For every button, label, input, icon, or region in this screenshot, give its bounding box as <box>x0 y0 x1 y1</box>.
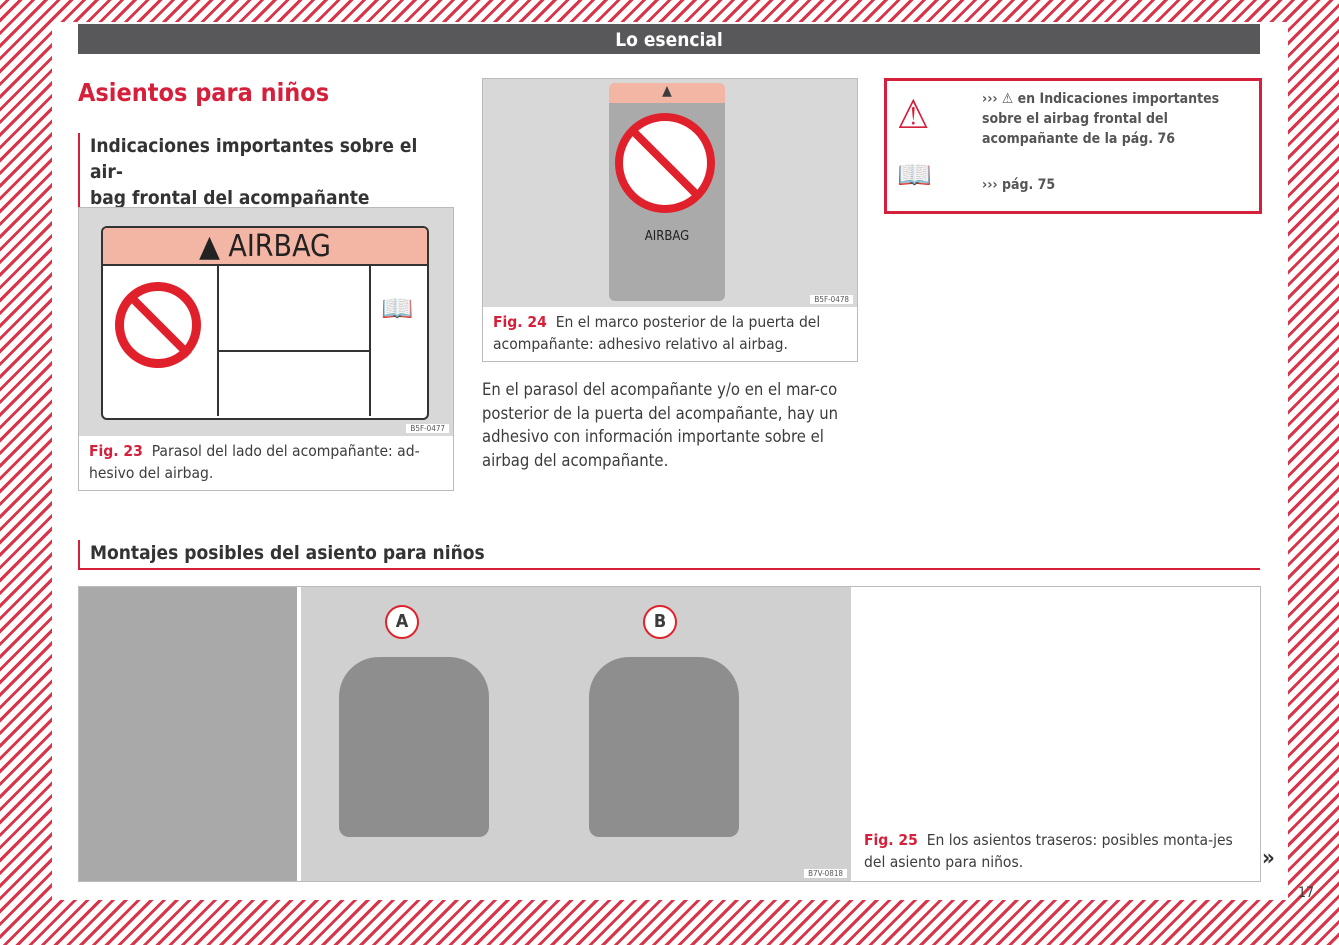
door-sticker: ▲ AIRBAG <box>609 83 725 301</box>
figure-24: ▲ AIRBAG B5F-0478 Fig. 24 En el marco po… <box>482 78 858 362</box>
figure-25: A B B7V-0818 Fig. 25 En los asientos tra… <box>78 586 1261 882</box>
manual-search-icon: 📖 <box>897 158 932 191</box>
figure-23: ▲ AIRBAG 📖 B5F-0477 Fig. 23 Parasol del … <box>78 207 454 491</box>
warning-icon: ▲ <box>199 229 229 264</box>
subsection-title-airbag: Indicaciones importantes sobre el air- b… <box>78 133 453 216</box>
caption-text: Parasol del lado del acompañante: ad-hes… <box>89 442 420 482</box>
warning-reference-link[interactable]: ››› ⚠ en Indicaciones importantes sobre … <box>982 91 1220 147</box>
airbag-sticker-header: ▲ AIRBAG <box>103 228 427 266</box>
figure-25-image: A B B7V-0818 <box>79 587 851 881</box>
caption-text: En los asientos traseros: posibles monta… <box>864 831 1233 871</box>
subsection-title-mounting: Montajes posibles del asiento para niños <box>78 540 1260 570</box>
seat-b-illustration <box>589 657 739 837</box>
figure-23-caption: Fig. 23 Parasol del lado del acompañante… <box>79 436 453 488</box>
sticker-text: AIRBAG <box>644 229 690 244</box>
manual-info-icon: 📖 <box>381 294 414 324</box>
figure-24-caption: Fig. 24 En el marco posterior de la puer… <box>483 307 857 359</box>
prohibited-icon <box>615 113 715 213</box>
reference-box: ⚠ ››› ⚠ en Indicaciones importantes sobr… <box>884 78 1262 214</box>
figure-code: B5F-0477 <box>406 424 449 433</box>
marker-b: B <box>643 605 677 639</box>
warning-icon: ▲ <box>609 83 725 103</box>
figure-label: Fig. 25 <box>864 831 918 849</box>
figure-code: B7V-0818 <box>804 869 847 878</box>
caption-text: En el marco posterior de la puerta del a… <box>493 313 821 353</box>
subsection-title-line2: bag frontal del acompañante <box>90 187 370 209</box>
child-seat-illustration <box>79 587 301 881</box>
prohibited-icon <box>115 282 201 368</box>
page-number: 17 <box>1298 885 1315 901</box>
continue-mark: » <box>1262 846 1275 871</box>
section-title: Asientos para niños <box>78 78 330 107</box>
figure-code: B5F-0478 <box>810 295 853 304</box>
subsection-title-line1: Indicaciones importantes sobre el air- <box>90 135 418 183</box>
sticker-text: AIRBAG <box>228 229 331 264</box>
page-reference-link[interactable]: ››› pág. 75 <box>982 177 1056 193</box>
figure-24-image: ▲ AIRBAG B5F-0478 <box>483 79 857 307</box>
figure-23-image: ▲ AIRBAG 📖 B5F-0477 <box>79 208 453 436</box>
body-paragraph: En el parasol del acompañante y/o en el … <box>482 380 839 470</box>
figure-25-caption: Fig. 25 En los asientos traseros: posibl… <box>854 825 1264 877</box>
figure-label: Fig. 23 <box>89 442 143 460</box>
warning-triangle-icon: ⚠ <box>897 92 930 138</box>
seat-a-illustration <box>339 657 489 837</box>
page-header: Lo esencial <box>78 24 1260 54</box>
airbag-sticker: ▲ AIRBAG 📖 <box>101 226 429 420</box>
figure-label: Fig. 24 <box>493 313 547 331</box>
marker-a: A <box>385 605 419 639</box>
